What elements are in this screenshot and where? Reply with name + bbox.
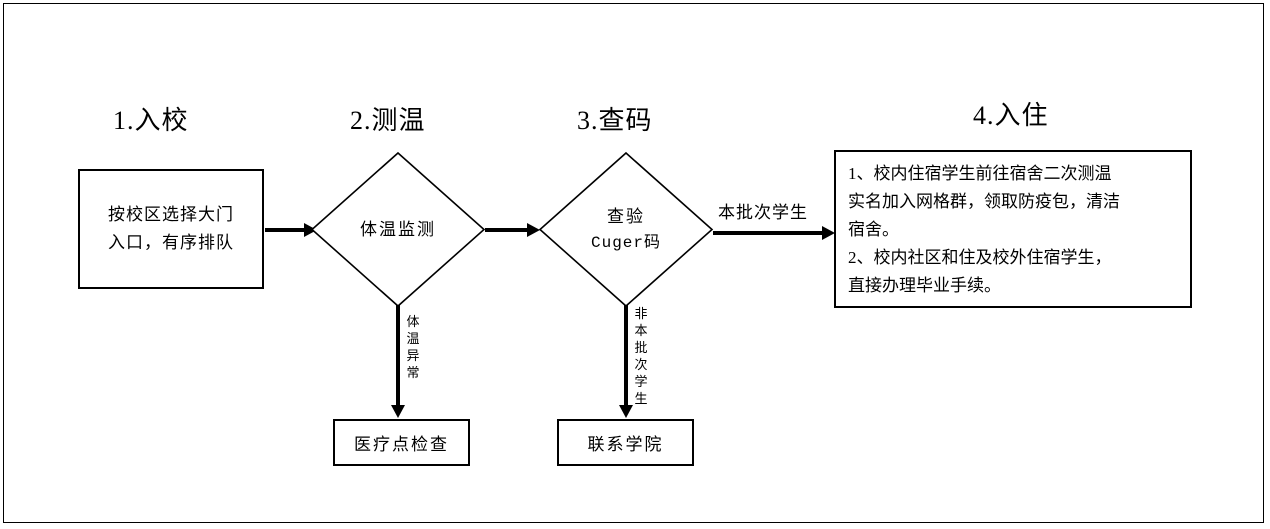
- arrow-shaft: [624, 305, 628, 406]
- arrow-shaft: [396, 305, 400, 406]
- arrow-head: [304, 223, 317, 237]
- node-entry-box-line-2: 入口，有序排队: [108, 233, 234, 252]
- node-temp-check[interactable]: 体温监测: [310, 151, 486, 308]
- stage-title-2: 2.测温: [350, 106, 426, 135]
- edge-label-not-current-batch: 非本批次学生: [634, 306, 648, 406]
- stage-title-3: 3.查码: [577, 106, 653, 135]
- node-code-check[interactable]: 查验 Cuger码: [538, 151, 714, 308]
- node-entry-box[interactable]: 按校区选择大门 入口，有序排队: [78, 169, 264, 289]
- node-checkin-note-line-1: 1、校内住宿学生前往宿舍二次测温: [848, 164, 1112, 183]
- node-medical-check[interactable]: 医疗点检查: [333, 419, 470, 466]
- diamond-shape: [538, 151, 714, 308]
- stage-title-1: 1.入校: [113, 106, 189, 135]
- node-contact-college-line-1: 联系学院: [587, 435, 664, 454]
- arrow-head: [391, 405, 405, 418]
- arrow-head: [822, 226, 835, 240]
- arrow-shaft: [265, 228, 305, 232]
- edge-label-temp-abnormal: 体温异常: [406, 314, 420, 380]
- node-checkin-note-line-4: 2、校内社区和住及校外住宿学生，: [848, 248, 1112, 267]
- edge-label-current-batch: 本批次学生: [718, 203, 808, 222]
- arrow-head: [619, 405, 633, 418]
- node-medical-check-line-1: 医疗点检查: [354, 435, 449, 454]
- node-contact-college[interactable]: 联系学院: [557, 419, 694, 466]
- node-entry-box-line-1: 按校区选择大门: [108, 205, 234, 224]
- arrow-shaft: [713, 231, 823, 235]
- stage-title-4: 4.入住: [973, 101, 1049, 130]
- arrow-shaft: [485, 228, 528, 232]
- page-border: [3, 3, 1264, 523]
- node-checkin-note-line-2: 实名加入网格群，领取防疫包，清洁: [848, 192, 1120, 211]
- node-checkin-note-line-5: 直接办理毕业手续。: [848, 276, 1001, 295]
- node-checkin-note-line-3: 宿舍。: [848, 220, 899, 239]
- diamond-shape: [310, 151, 486, 308]
- node-checkin-note[interactable]: 1、校内住宿学生前往宿舍二次测温 实名加入网格群，领取防疫包，清洁 宿舍。 2、…: [834, 150, 1192, 308]
- arrow-head: [527, 223, 540, 237]
